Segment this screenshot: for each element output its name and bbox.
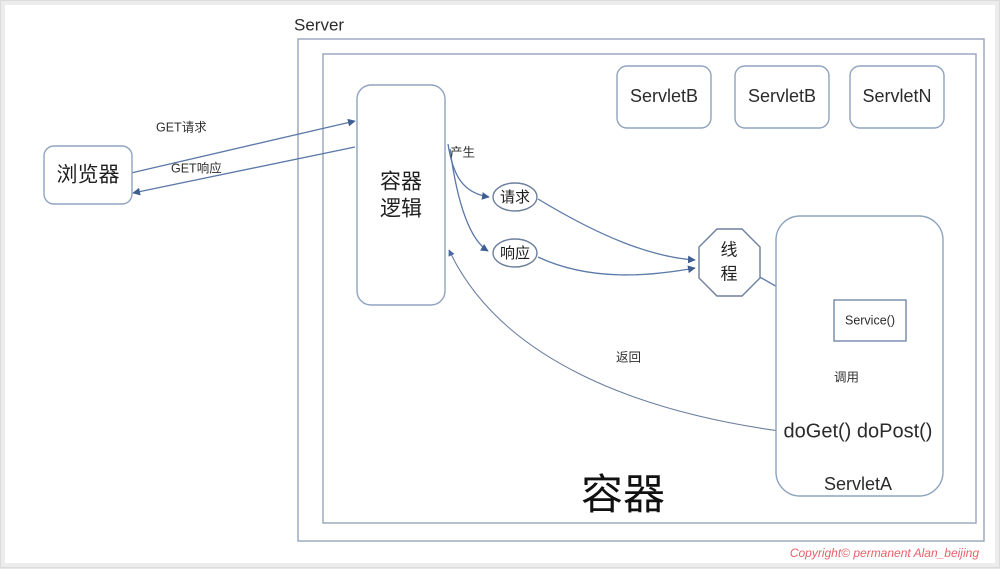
edge-label-invoke: 调用 [834, 370, 859, 384]
server-frame: Server [294, 15, 985, 542]
node-thread-octagon[interactable]: 线 程 [698, 228, 761, 297]
edge-label-produce: 产生 [450, 145, 475, 159]
container-logic-box[interactable] [356, 84, 446, 306]
service-box[interactable] [833, 299, 907, 342]
server-frame-label: Server [294, 15, 344, 34]
edge-return [448, 249, 788, 433]
node-browser[interactable]: 浏览器 [43, 145, 133, 205]
servlet-b2-box[interactable] [734, 65, 830, 129]
edge-produce-request [447, 143, 490, 200]
servlet-n-box[interactable] [849, 65, 945, 129]
edge-label-get-response: GET响应 [171, 160, 222, 175]
edge-response-thread [537, 256, 696, 276]
browser-label: 浏览器 [57, 164, 120, 187]
node-servlet-b2[interactable]: ServletB [734, 65, 830, 129]
servlet-b1-box[interactable] [616, 65, 712, 129]
servlet-a-label: ServletA [824, 474, 892, 494]
service-label: Service() [845, 313, 895, 327]
thread-octagon-shape[interactable] [698, 228, 761, 297]
node-servlet-n[interactable]: ServletN [849, 65, 945, 129]
node-response-ellipse[interactable]: 响应 [492, 238, 538, 268]
request-ellipse-shape[interactable] [492, 182, 538, 212]
copyright-label: Copyright© permanent Alan_beijing [790, 546, 980, 560]
server-frame-rect [297, 38, 985, 542]
edge-produce-response [449, 148, 489, 252]
edge-get-response [132, 146, 356, 196]
node-container-logic[interactable]: 容器 逻辑 [356, 84, 446, 306]
response-ellipse-shape[interactable] [492, 238, 538, 268]
servlet-n-label: ServletN [862, 86, 931, 106]
thread-label-line1: 线 [721, 240, 738, 259]
container-logic-label-line2: 逻辑 [380, 198, 422, 221]
servlet-a-box[interactable] [775, 215, 944, 497]
response-ellipse-label: 响应 [500, 244, 530, 262]
edge-request-thread [537, 198, 696, 264]
container-frame [322, 53, 977, 524]
edge-label-return: 返回 [616, 350, 641, 364]
node-servlet-b1[interactable]: ServletB [616, 65, 712, 129]
container-big-label: 容器 [581, 471, 665, 518]
browser-box[interactable] [43, 145, 133, 205]
servlet-b1-label: ServletB [630, 86, 698, 106]
request-ellipse-label: 请求 [500, 189, 530, 206]
node-service[interactable]: Service() [833, 299, 907, 342]
node-request-ellipse[interactable]: 请求 [492, 182, 538, 212]
edge-label-get-request: GET请求 [156, 120, 207, 134]
thread-label-line2: 程 [721, 264, 738, 283]
container-logic-label-line1: 容器 [380, 171, 422, 194]
servlet-b2-label: ServletB [748, 86, 816, 106]
edge-get-request [130, 118, 356, 174]
node-servlet-a[interactable]: ServletA [775, 215, 944, 497]
container-frame-rect [322, 53, 977, 524]
do-methods-label: doGet() doPost() [784, 420, 933, 442]
